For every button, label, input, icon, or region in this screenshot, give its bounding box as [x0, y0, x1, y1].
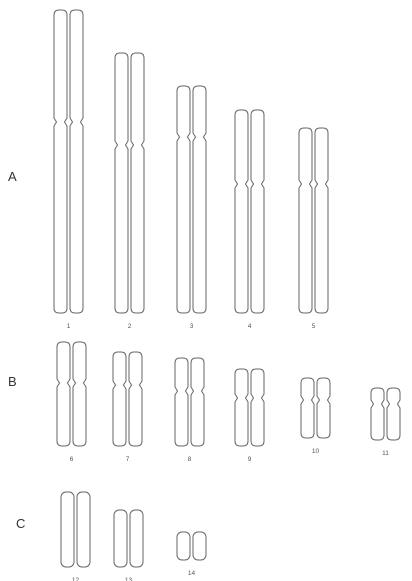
chromosome-12: [60, 491, 91, 568]
chromosome-number-label: 2: [128, 323, 132, 330]
chromatid: [298, 127, 313, 314]
group-label-a: A: [8, 169, 17, 184]
chromosome-13: [113, 509, 144, 568]
chromatid: [192, 85, 207, 314]
chromosome-number-label: 5: [312, 323, 316, 330]
chromatid: [130, 52, 145, 314]
chromosome-3: [176, 85, 207, 314]
chromosome-number-label: 13: [125, 577, 133, 581]
chromosome-number-label: 4: [248, 323, 252, 330]
chromatid: [370, 387, 385, 441]
chromosome-number-label: 8: [188, 456, 192, 463]
chromatid: [53, 9, 68, 314]
chromosome-11: [370, 387, 401, 441]
chromatid: [192, 531, 207, 561]
chromosome-number-label: 14: [188, 570, 196, 577]
chromosome-1: [53, 9, 84, 314]
chromosome-number-label: 9: [248, 456, 252, 463]
chromosome-10: [300, 377, 331, 439]
chromosome-5: [298, 127, 329, 314]
chromosome-6: [56, 341, 87, 447]
chromatid: [128, 351, 143, 447]
chromosome-4: [234, 109, 265, 314]
chromatid: [114, 52, 129, 314]
chromatid: [60, 491, 75, 568]
chromatid: [176, 85, 191, 314]
chromatid: [72, 341, 87, 447]
chromosome-number-label: 11: [382, 450, 389, 457]
chromosome-number-label: 1: [67, 323, 71, 330]
chromosome-7: [112, 351, 143, 447]
chromatid: [176, 531, 191, 561]
chromosome-number-label: 6: [70, 456, 74, 463]
chromosome-number-label: 10: [312, 448, 320, 455]
group-label-b: B: [8, 374, 17, 389]
chromosome-2: [114, 52, 145, 314]
chromosome-8: [174, 357, 205, 447]
chromatid: [113, 509, 128, 568]
chromatid: [112, 351, 127, 447]
chromatid: [300, 377, 315, 439]
chromatid: [250, 109, 265, 314]
chromatid: [386, 387, 401, 441]
chromosome-number-label: 3: [190, 323, 194, 330]
chromatid: [316, 377, 331, 439]
chromatid: [174, 357, 189, 447]
chromosome-9: [234, 368, 265, 447]
chromatid: [76, 491, 91, 568]
chromatid: [250, 368, 265, 447]
chromosome-number-label: 12: [72, 577, 80, 581]
chromatid: [69, 9, 84, 314]
chromatid: [314, 127, 329, 314]
chromatid: [234, 109, 249, 314]
chromatid: [129, 509, 144, 568]
chromosome-14: [176, 531, 207, 561]
chromatid: [190, 357, 205, 447]
group-label-c: C: [16, 516, 25, 531]
chromosome-number-label: 7: [126, 456, 130, 463]
chromatid: [234, 368, 249, 447]
chromatid: [56, 341, 71, 447]
